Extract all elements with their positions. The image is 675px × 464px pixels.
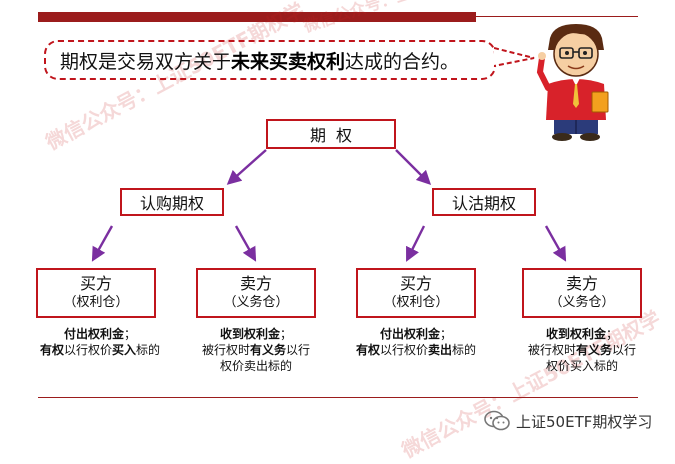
desc-bold: 有权	[355, 343, 380, 357]
desc-line-bold: 付出权利金	[63, 327, 124, 341]
leaf-title: 卖方	[239, 274, 272, 293]
header-line	[476, 16, 638, 17]
desc-text: 权价买入标的	[545, 359, 618, 373]
desc-text: 被行权时	[527, 343, 576, 357]
desc-text: 标的	[452, 343, 477, 357]
options-root-node: 期权	[266, 119, 396, 149]
callout-tail	[494, 47, 535, 67]
desc-line-end: ；	[606, 327, 619, 341]
desc-bold: 有义务	[249, 343, 286, 357]
arrow-put-seller	[544, 225, 567, 262]
brand-name: 上证50ETF期权学习	[516, 412, 653, 431]
arrow-root-put	[395, 149, 432, 186]
desc-text: 以行权价	[63, 343, 112, 357]
leaf-subtitle: （权利仓）	[383, 295, 449, 310]
arrow-call-buyer	[91, 225, 114, 262]
desc-line-end: ；	[440, 327, 453, 341]
leaf-subtitle: （义务仓）	[549, 295, 615, 310]
desc-line-end: ；	[124, 327, 137, 341]
desc-text: 以行	[612, 343, 637, 357]
arrow-put-buyer	[406, 225, 426, 262]
leaf-title: 买方	[399, 274, 432, 293]
arrow-call-seller	[234, 225, 257, 262]
leaf-title: 买方	[79, 274, 112, 293]
put-buyer-node: 买方 （权利仓）	[356, 268, 476, 318]
header-bar	[38, 12, 476, 22]
callout-text-pre: 期权是交易双方关于	[60, 50, 232, 73]
desc-text: 标的	[136, 343, 161, 357]
put-option-node: 认沽期权	[432, 188, 536, 216]
teacher-illustration	[536, 24, 609, 141]
put-buyer-description: 付出权利金； 有权以行权价卖出标的	[336, 326, 496, 358]
footer-line	[38, 397, 638, 398]
leaf-subtitle: （权利仓）	[63, 295, 129, 310]
desc-line-bold: 付出权利金	[379, 327, 440, 341]
callout-text-bold: 未来买卖权利	[231, 50, 346, 73]
desc-text: 权价卖出标的	[219, 359, 292, 373]
arrow-root-call	[226, 149, 267, 185]
leaf-title: 卖方	[565, 274, 598, 293]
desc-text: 以行权价	[379, 343, 428, 357]
desc-bold: 有权	[39, 343, 64, 357]
desc-bold: 买入	[112, 343, 137, 357]
call-seller-description: 收到权利金； 被行权时有义务以行 权价卖出标的	[176, 326, 336, 374]
leaf-subtitle: （义务仓）	[223, 295, 289, 310]
call-buyer-description: 付出权利金； 有权以行权价买入标的	[20, 326, 180, 358]
put-seller-node: 卖方 （义务仓）	[522, 268, 642, 318]
callout-text-post: 达成的合约。	[345, 50, 460, 73]
brand-footer: 上证50ETF期权学习	[484, 410, 652, 432]
definition-callout: 期权是交易双方关于未来买卖权利达成的合约。	[44, 40, 496, 80]
desc-text: 以行	[286, 343, 311, 357]
desc-line-bold: 收到权利金	[545, 327, 606, 341]
desc-bold: 有义务	[575, 343, 612, 357]
put-seller-description: 收到权利金； 被行权时有义务以行 权价买入标的	[502, 326, 662, 374]
desc-line-bold: 收到权利金	[219, 327, 280, 341]
call-buyer-node: 买方 （权利仓）	[36, 268, 156, 318]
desc-bold: 卖出	[428, 343, 453, 357]
call-seller-node: 卖方 （义务仓）	[196, 268, 316, 318]
wechat-icon	[484, 410, 510, 431]
desc-line-end: ；	[280, 327, 293, 341]
call-option-node: 认购期权	[120, 188, 224, 216]
desc-text: 被行权时	[201, 343, 250, 357]
tree-arrows	[91, 149, 567, 262]
